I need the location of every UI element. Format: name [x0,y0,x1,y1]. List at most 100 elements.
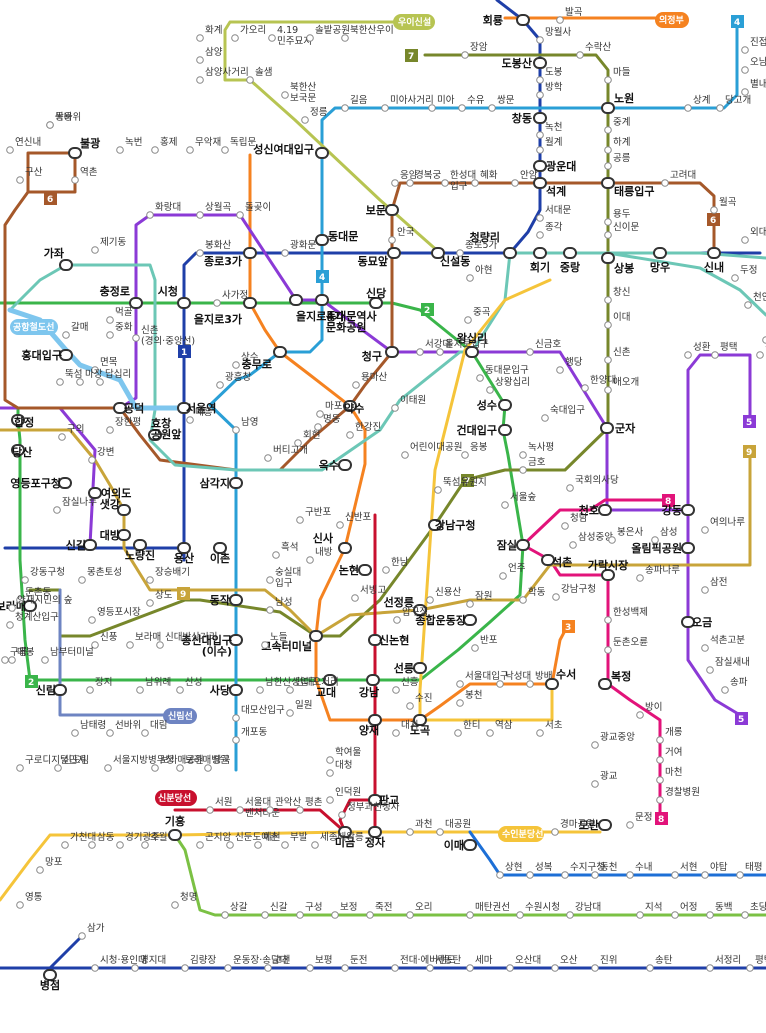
station-stop[interactable]: 당고개 [716,95,752,112]
station-byeongjeom[interactable]: 병점 [40,969,60,992]
station-stop[interactable]: 학여울 [326,746,362,764]
station-dobongsan[interactable]: 도봉산 [502,56,547,70]
station-stop[interactable]: 삼양사거리 [196,67,249,84]
station-stop[interactable]: 삼양 [196,47,223,64]
station-stop[interactable]: 흑석 [272,541,299,559]
station-ichon[interactable]: 이촌 [210,542,230,565]
station-stop[interactable]: 몽촌토성 [78,567,122,584]
station-stop[interactable]: 어정 [671,902,698,919]
station-stop[interactable]: 영통 [16,892,43,909]
station-cheonggu[interactable]: 청구 [362,346,399,363]
station-stop[interactable]: 압구정 [393,606,429,624]
station-seoulyeok[interactable]: 서울역 [177,401,216,415]
station-stop[interactable]: 답십리 [96,368,132,386]
station-wangsimni[interactable]: 왕십리 [457,331,487,358]
station-stop[interactable]: 보정 [331,902,358,919]
station-stop[interactable]: 신촌(경의·중앙선) [132,325,195,347]
station-stop[interactable]: 구산 [16,167,43,184]
station-stop[interactable]: 마장 [76,369,103,386]
station-stop[interactable]: 서대문 [536,205,572,222]
station-chungjeongno[interactable]: 충정로 [100,284,143,309]
station-yangjae[interactable]: 양재 [359,714,382,737]
station-stop[interactable]: 봉명 [762,327,766,344]
station-stop[interactable]: 남영 [232,417,259,434]
station-stop[interactable]: 독립문 [221,136,257,154]
station-stop[interactable]: 삼성중앙 [569,531,614,549]
station-stop[interactable]: 신용산 [426,587,462,604]
station-cheongnyangni[interactable]: 청량리 [470,230,517,259]
station-gongdeok[interactable]: 공덕 [113,401,144,415]
station-stop[interactable]: 신이문 [604,222,640,239]
station-euljiro4[interactable]: 을지로4가 [289,294,344,323]
station-stop[interactable]: 화계 [196,24,223,42]
station-stop[interactable]: 한남 [382,557,409,574]
station-stop[interactable]: 광화문 [281,239,317,257]
station-hapjeong[interactable]: 합정 [11,414,34,429]
station-stop[interactable]: 애오개 [604,377,640,394]
station-stop[interactable]: 마들 [604,67,631,84]
station-stop[interactable]: 둔전 [341,955,368,972]
station-stop[interactable]: 응봉 [461,442,488,459]
station-stop[interactable]: 세마 [466,955,493,972]
station-stop[interactable]: 가오리 [231,25,267,42]
station-stop[interactable]: 서울대입구 [456,670,509,688]
station-stop[interactable]: 오남 [741,57,766,74]
station-stop[interactable]: 망포 [36,857,63,874]
station-stop[interactable]: 둔촌오륜 [604,637,649,654]
station-bomun[interactable]: 보문 [366,204,399,217]
station-stop[interactable]: 봉화산 [196,240,232,257]
station-yongsan[interactable]: 용산 [174,542,194,565]
station-stop[interactable]: 수유 [458,95,485,112]
station-stop[interactable]: 신둔도예촌 [226,832,279,849]
station-stop[interactable]: 과천 [406,819,433,836]
station-stop[interactable]: 별내별가람 [741,78,766,96]
station-stop[interactable]: 안암 [511,169,538,187]
station-stop[interactable]: 대림 [141,719,168,737]
station-stop[interactable]: 보라매공원 [151,755,204,772]
station-stop[interactable]: 단대오거리 [286,677,339,694]
station-stop[interactable]: 여의나루 [701,516,746,534]
station-stop[interactable]: 김량장 [181,954,217,972]
station-stop[interactable]: 전대·에버랜드 [391,955,456,972]
station-stop[interactable]: 뚝섬 [56,369,83,386]
station-stop[interactable]: 신대방삼거리 [156,632,218,649]
station-stop[interactable]: 반포 [471,635,498,652]
station-stop[interactable]: 한강진 [346,422,382,439]
station-stop[interactable]: 장한평 [106,417,142,434]
station-stop[interactable]: 신금호 [526,339,562,356]
station-suseo[interactable]: 수서 [545,667,576,690]
station-stop[interactable]: 송탄 [646,955,673,972]
station-stop[interactable]: 서강대 [416,339,452,356]
station-stop[interactable]: 일원 [286,700,313,717]
station-stop[interactable]: 죽전 [366,902,393,919]
station-stop[interactable]: 혜화 [471,169,498,187]
station-stop[interactable]: 잠원 [466,591,493,608]
station-stop[interactable]: 쌍문 [488,95,515,112]
station-stop[interactable]: 종로5가 [456,240,498,257]
station-stop[interactable]: 강변 [88,447,115,464]
station-stop[interactable]: 한티 [454,720,481,737]
station-stop[interactable]: 수내 [626,862,653,879]
station-stop[interactable]: 보라매 [126,632,162,649]
station-sports[interactable]: 종합운동장 [415,613,477,627]
station-dongjak[interactable]: 동작 [210,593,243,607]
station-stop[interactable]: 초월 [141,831,168,849]
station-stop[interactable]: 언주 [499,562,526,580]
station-stop[interactable]: 쌍용 [46,112,73,129]
station-bulgwang[interactable]: 불광 [68,137,100,159]
station-stop[interactable]: 월계 [536,136,563,154]
station-stop[interactable]: 진접 [741,36,766,54]
station-stop[interactable]: 대청 [326,760,353,777]
station-stop[interactable]: 시청·용인대 [91,955,147,972]
station-gajwa[interactable]: 가좌 [44,246,73,271]
station-stop[interactable]: 고천 [264,955,291,972]
station-stop[interactable]: 공릉 [604,153,631,170]
station-stop[interactable]: 동대문입구 [476,364,529,382]
station-stop[interactable]: 국회의사당 [566,475,619,492]
station-stop[interactable]: 구성 [296,902,323,919]
station-gwangun[interactable]: 광운대 [533,159,576,173]
station-hongdae[interactable]: 홍대입구 [22,348,73,362]
station-ogeum[interactable]: 오금 [681,616,712,629]
